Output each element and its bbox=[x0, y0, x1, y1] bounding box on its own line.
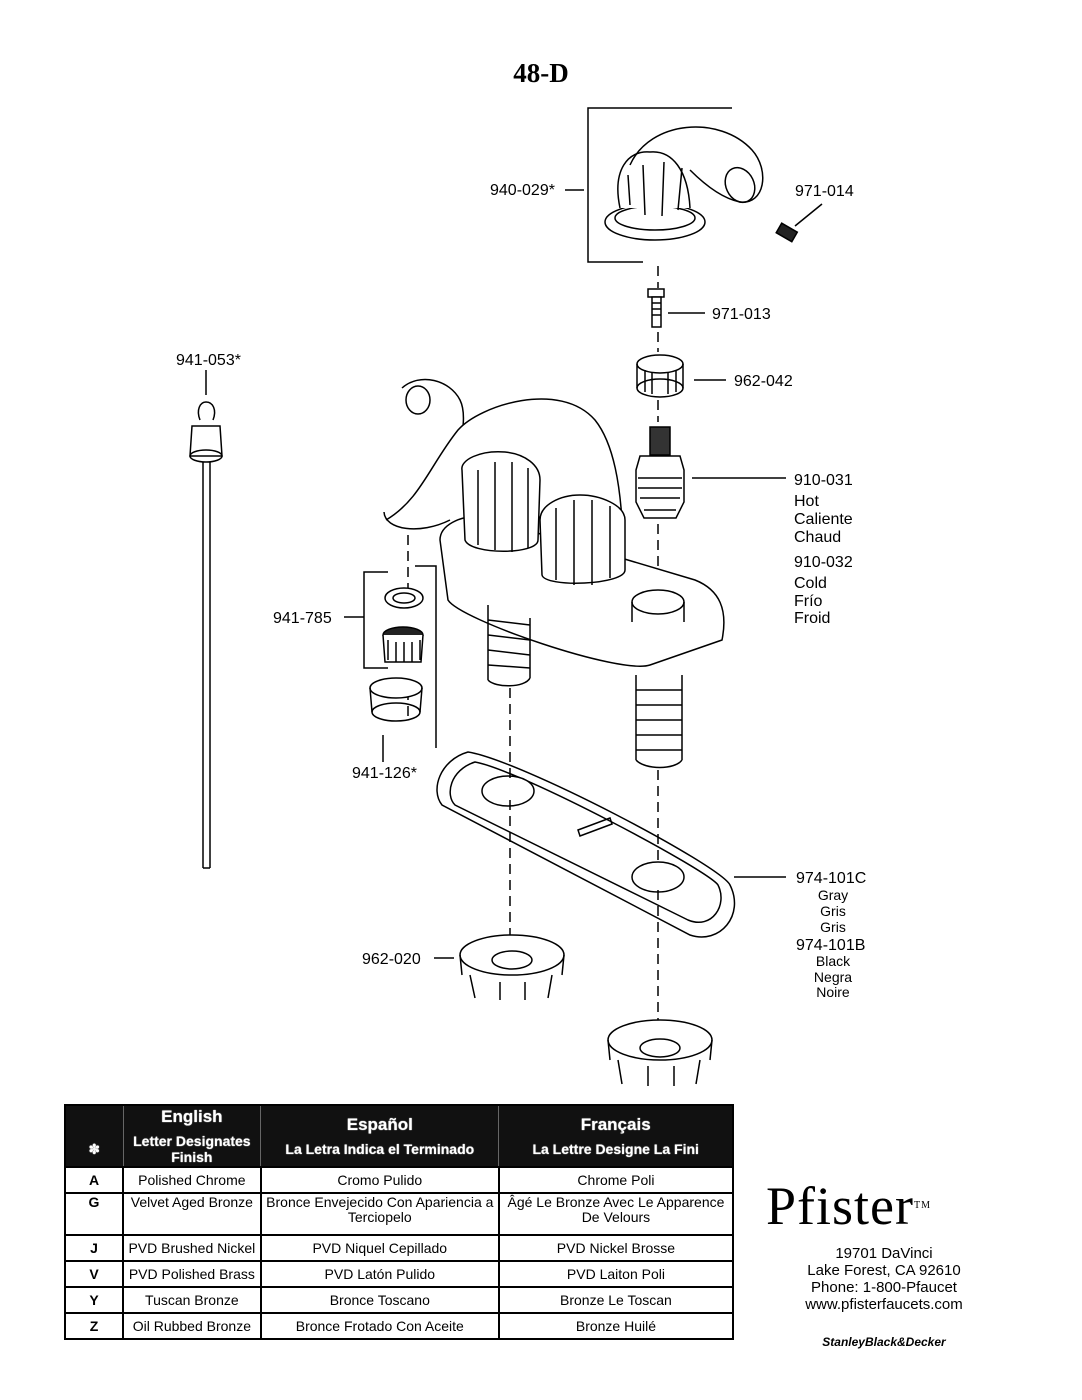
label-frio: Frío bbox=[794, 593, 823, 610]
label-negra: Negra bbox=[814, 969, 852, 985]
table-row: Y Tuscan Bronze Bronce Toscano Bronze Le… bbox=[64, 1286, 735, 1314]
label-941-053: 941-053* bbox=[176, 352, 241, 369]
cartridge-910-031 bbox=[635, 426, 685, 519]
exploded-parts-diagram: 940-029* 971-014 971-013 962-042 941-053… bbox=[176, 107, 866, 1086]
table-row: A Polished Chrome Cromo Pulido Chrome Po… bbox=[64, 1166, 735, 1194]
mounting-nut-962-020-second bbox=[607, 1019, 713, 1086]
label-974-101C: 974-101C bbox=[796, 870, 866, 887]
label-hot: Hot bbox=[794, 493, 819, 510]
finish-symbol: ✽ bbox=[65, 1105, 124, 1167]
company-address: 19701 DaVinci Lake Forest, CA 92610 Phon… bbox=[768, 1245, 1000, 1313]
aerator-bracket bbox=[363, 571, 388, 669]
lift-rod-941-053 bbox=[189, 401, 223, 869]
aerator-housing-941-126 bbox=[369, 677, 423, 722]
address-city: Lake Forest, CA 92610 bbox=[807, 1262, 961, 1279]
label-941-785: 941-785 bbox=[273, 610, 332, 627]
label-962-042: 962-042 bbox=[734, 373, 793, 390]
faucet-body bbox=[383, 378, 725, 769]
table-row: Z Oil Rubbed Bronze Bronce Frotado Con A… bbox=[64, 1312, 735, 1340]
label-cold: Cold bbox=[794, 575, 827, 592]
nut-962-042 bbox=[636, 354, 684, 398]
label-941-126: 941-126* bbox=[352, 765, 417, 782]
handle-bracket bbox=[587, 107, 732, 263]
label-962-020: 962-020 bbox=[362, 951, 421, 968]
diagram-title: 48-D bbox=[513, 58, 569, 88]
deck-gasket-974-101 bbox=[436, 751, 736, 938]
pfister-logo: PfisterTM bbox=[766, 1176, 931, 1236]
label-974-101B: 974-101B bbox=[796, 937, 865, 954]
label-black: Black bbox=[816, 953, 851, 969]
screw-971-014 bbox=[775, 222, 799, 243]
address-phone: Phone: 1-800-Pfaucet bbox=[811, 1279, 957, 1296]
washer-941-785 bbox=[384, 587, 424, 609]
table-row: V PVD Polished Brass PVD Latón Pulido PV… bbox=[64, 1260, 735, 1288]
label-971-014: 971-014 bbox=[795, 183, 854, 200]
table-row: J PVD Brushed Nickel PVD Niquel Cepillad… bbox=[64, 1234, 735, 1262]
label-gray: Gray bbox=[818, 887, 848, 903]
label-gris-fr: Gris bbox=[820, 919, 846, 935]
label-noire: Noire bbox=[816, 984, 850, 1000]
label-971-013: 971-013 bbox=[712, 306, 771, 323]
label-gris-es: Gris bbox=[820, 903, 846, 919]
label-910-032: 910-032 bbox=[794, 554, 853, 571]
screw-971-013 bbox=[647, 288, 665, 328]
label-910-031: 910-031 bbox=[794, 472, 853, 489]
address-website: www.pfisterfaucets.com bbox=[805, 1296, 963, 1313]
aerator-insert-941-785 bbox=[382, 626, 424, 663]
label-chaud: Chaud bbox=[794, 529, 841, 546]
parent-company: StanleyBlack&Decker bbox=[822, 1335, 946, 1349]
table-row: G Velvet Aged Bronze Bronce Envejecido C… bbox=[64, 1192, 735, 1236]
label-froid: Froid bbox=[794, 610, 830, 627]
brand-logo: PfisterTM bbox=[766, 1176, 1002, 1236]
mounting-nut-962-020 bbox=[459, 934, 565, 1000]
address-street: 19701 DaVinci bbox=[835, 1245, 933, 1262]
label-940-029: 940-029* bbox=[490, 182, 555, 199]
handle-940-029 bbox=[604, 126, 764, 241]
label-caliente: Caliente bbox=[794, 511, 853, 528]
